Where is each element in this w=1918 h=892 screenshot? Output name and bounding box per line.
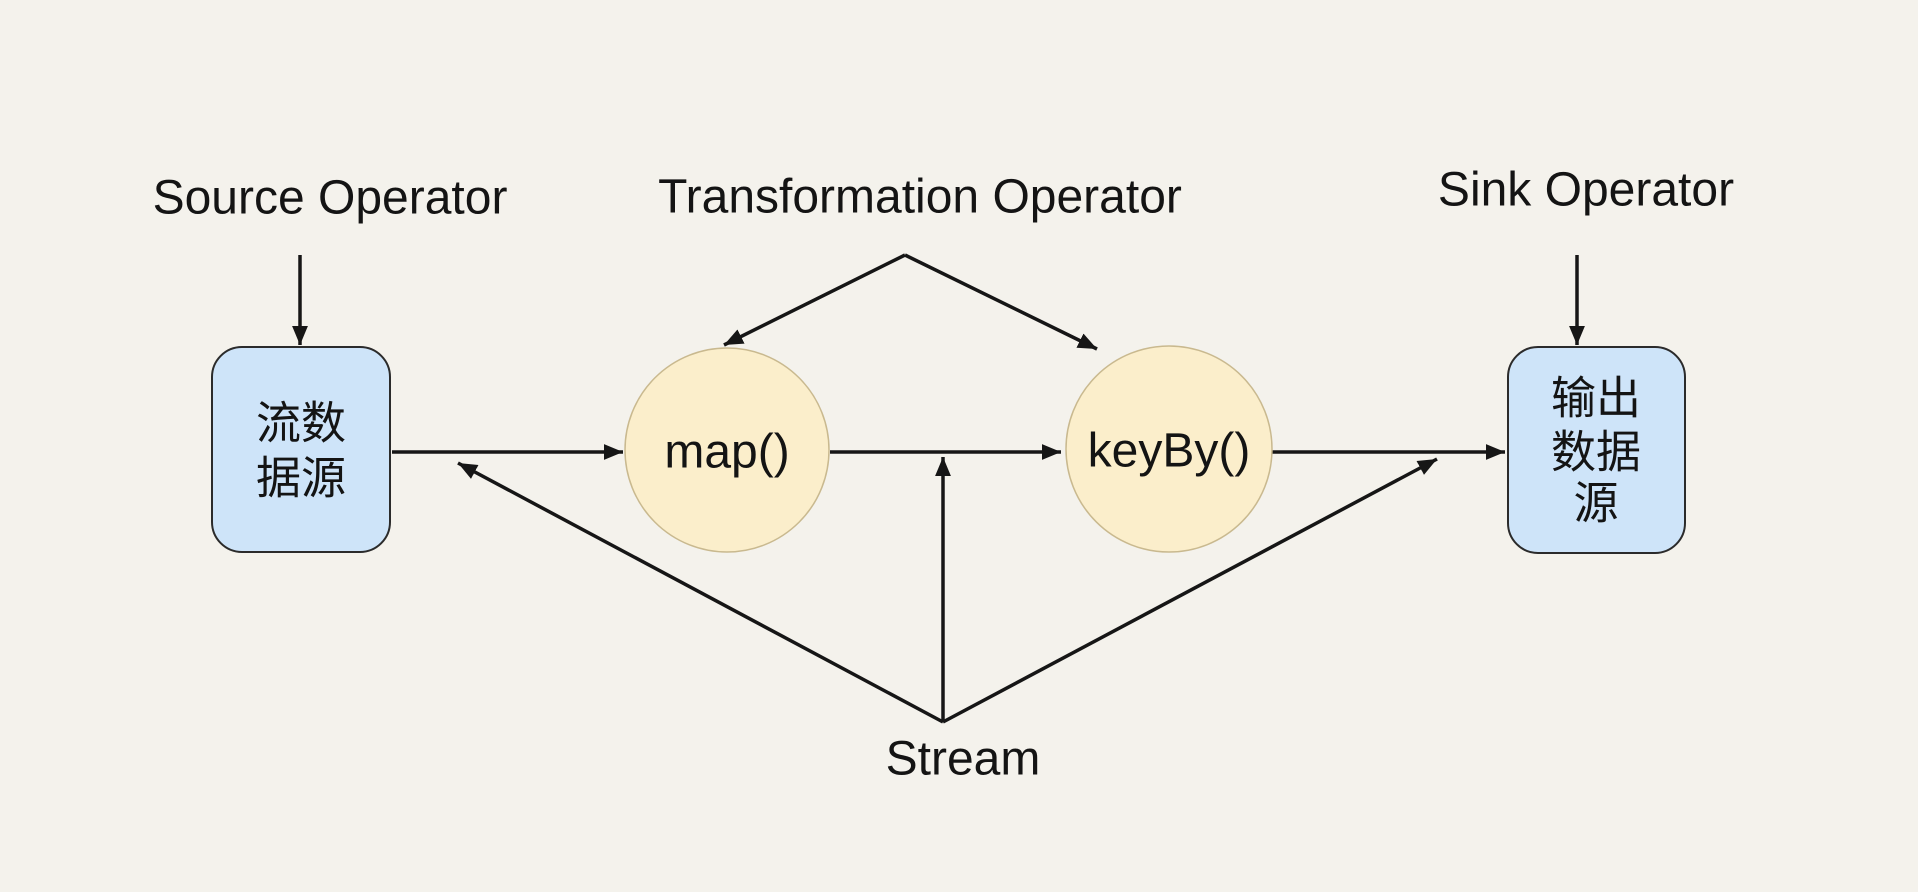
map-node bbox=[624, 347, 830, 553]
source-node bbox=[211, 346, 391, 553]
keyby-node-label: keyBy() bbox=[1088, 425, 1251, 478]
sink-node bbox=[1507, 346, 1686, 554]
arrow-transformation-label-to-map bbox=[723, 253, 906, 347]
source-node-text-line1: 流数 bbox=[256, 398, 346, 449]
sink-node-text-line1: 输出 bbox=[1551, 373, 1641, 424]
source-node-text-line2: 据源 bbox=[256, 453, 346, 504]
stream-label: Stream bbox=[886, 733, 1041, 786]
stream-arrow-to-sink-edge bbox=[942, 457, 1438, 724]
sink-operator-label: Sink Operator bbox=[1438, 164, 1734, 217]
sink-node-text-line2: 数据 bbox=[1551, 427, 1641, 478]
arrow-transformation-label-to-keyby bbox=[904, 253, 1098, 351]
map-node-label: map() bbox=[664, 426, 789, 479]
stream-arrow-to-source-edge bbox=[457, 461, 944, 724]
transformation-operator-label: Transformation Operator bbox=[658, 171, 1182, 224]
sink-node-text-line3: 源 bbox=[1573, 478, 1618, 529]
source-operator-label: Source Operator bbox=[153, 172, 508, 225]
keyby-node bbox=[1065, 345, 1273, 553]
